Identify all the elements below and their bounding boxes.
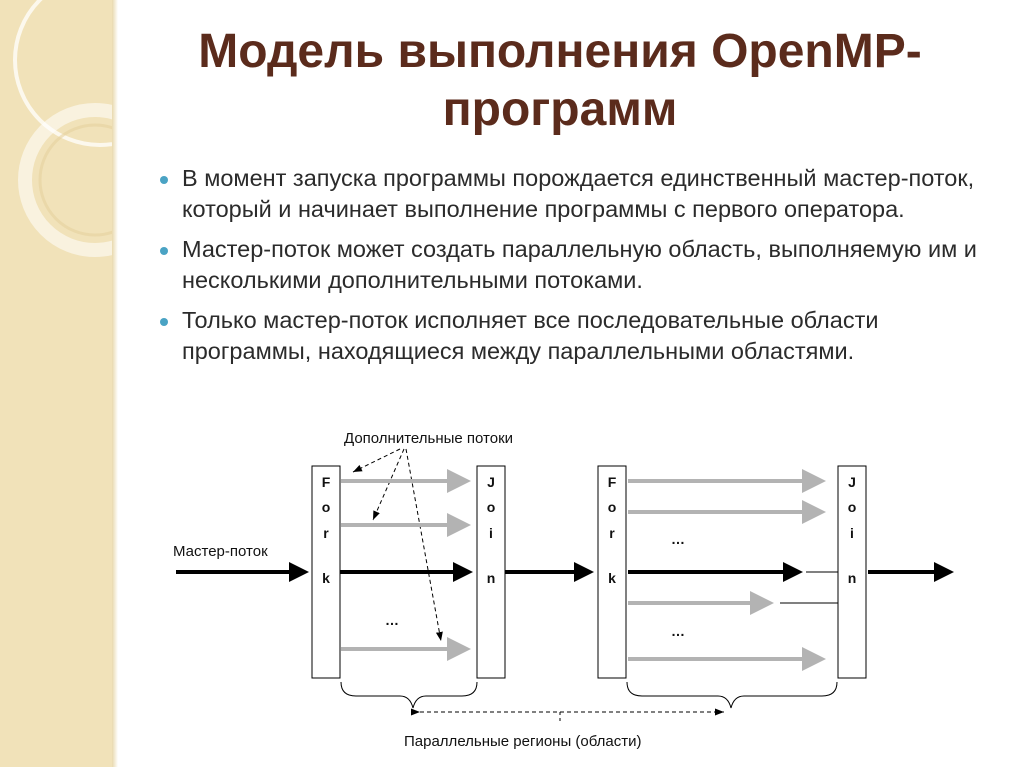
join-box-1: J o i n: [476, 465, 506, 679]
extra-threads-label: Дополнительные потоки: [344, 430, 513, 447]
fork-letter: r: [609, 525, 615, 541]
join-letter: o: [487, 499, 496, 515]
fork-letter: F: [322, 474, 331, 490]
join-letter: n: [487, 570, 496, 586]
master-thread-label: Мастер-поток: [173, 543, 268, 560]
extra-threads-pointers: [352, 448, 443, 642]
slide-title-line-1: Модель выполнения OpenMP-: [198, 25, 922, 78]
decorative-circles: [13, 0, 112, 257]
join-box-2: J o i n: [837, 465, 867, 679]
fork-box-1: F o r k: [311, 465, 341, 679]
brace-region-1: [340, 681, 478, 709]
bullet-dot-icon: [160, 247, 168, 255]
ellipsis-region-2-bottom: …: [671, 623, 685, 639]
join-letter: o: [848, 499, 857, 515]
decorative-left-band: [0, 0, 112, 767]
pointer-line: [372, 448, 405, 521]
parallel-regions-label: Параллельные регионы (области): [404, 733, 642, 750]
decorative-band-edge: [112, 0, 118, 767]
bullet-dot-icon: [160, 318, 168, 326]
join-letter: J: [487, 474, 495, 490]
join-letter: J: [848, 474, 856, 490]
bullet-item: В момент запуска программы порождается е…: [160, 163, 1010, 225]
ellipsis-region-2-top: …: [671, 531, 685, 547]
fork-letter: F: [608, 474, 617, 490]
bullet-item: Только мастер-поток исполняет все послед…: [160, 305, 1010, 367]
pointer-line: [352, 448, 401, 473]
join-letter: i: [850, 525, 854, 541]
fork-letter: k: [322, 570, 330, 586]
slide-title-line-2: программ: [442, 83, 678, 136]
fork-letter: o: [322, 499, 331, 515]
fork-letter: o: [608, 499, 617, 515]
bullet-text: В момент запуска программы порождается е…: [182, 165, 975, 222]
join-connectors: [780, 571, 838, 604]
bullet-text: Мастер-поток может создать параллельную …: [182, 236, 977, 293]
thread-arrows-region-2: [628, 469, 826, 671]
bullet-item: Мастер-поток может создать параллельную …: [160, 234, 1010, 296]
fork-letter: r: [323, 525, 329, 541]
ellipsis-region-1: …: [385, 612, 399, 628]
thread-arrows-region-1: [341, 469, 471, 661]
bullet-list: В момент запуска программы порождается е…: [160, 163, 1010, 376]
bullet-dot-icon: [160, 176, 168, 184]
bullet-text: Только мастер-поток исполняет все послед…: [182, 307, 879, 364]
join-letter: i: [489, 525, 493, 541]
brace-region-2: [626, 681, 838, 709]
fork-letter: k: [608, 570, 616, 586]
fork-box-2: F o r k: [597, 465, 627, 679]
pointer-line: [405, 448, 443, 642]
join-letter: n: [848, 570, 857, 586]
